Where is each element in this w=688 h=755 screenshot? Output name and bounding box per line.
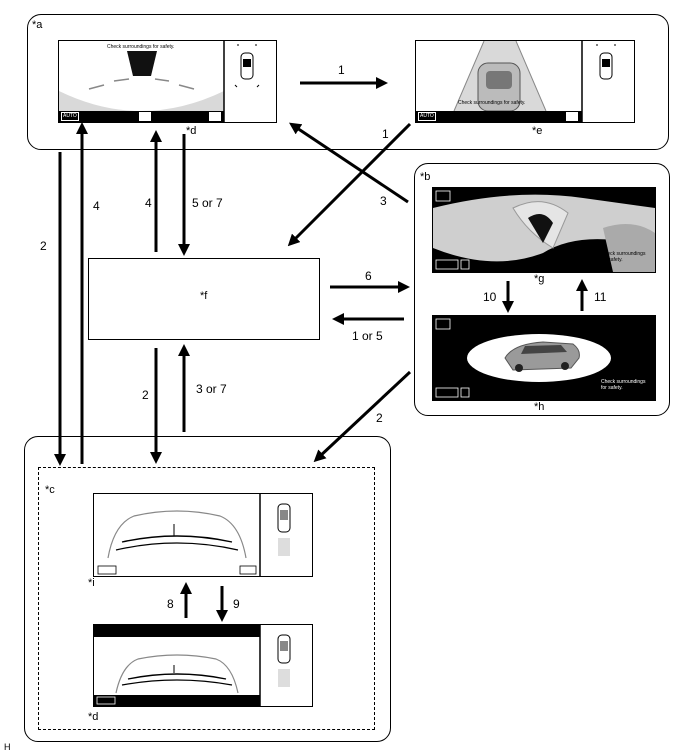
label-f: *f xyxy=(200,290,208,302)
screen-h-check-line1: Check surroundings xyxy=(601,379,646,385)
label-c: *c xyxy=(45,484,55,496)
arrow-label-2-mid: 2 xyxy=(142,388,149,402)
arrow-label-6: 6 xyxy=(365,269,372,283)
group-c xyxy=(24,436,391,742)
screen-d-top-graphic xyxy=(59,41,260,122)
label-g: *g xyxy=(534,273,545,285)
screen-i-graphic xyxy=(94,494,291,576)
arrow-label-3or7: 3 or 7 xyxy=(196,382,227,396)
screen-e-auto-button[interactable]: AUTO xyxy=(418,112,436,121)
label-i: *i xyxy=(88,577,95,589)
arrow-label-4-left: 4 xyxy=(93,199,100,213)
corner-label: H xyxy=(4,742,11,752)
arrow-label-10: 10 xyxy=(483,290,497,304)
label-h: *h xyxy=(534,401,545,413)
screen-i xyxy=(93,493,313,577)
screen-e-graphic xyxy=(416,41,616,122)
screen-d-bottom-graphic xyxy=(94,625,291,706)
arrow-label-3-diag: 3 xyxy=(380,194,387,208)
arrow-label-8: 8 xyxy=(167,597,174,611)
label-b: *b xyxy=(420,171,431,183)
label-d-top: *d xyxy=(186,125,197,137)
screen-d-top-auto-button[interactable]: AUTO xyxy=(61,112,79,121)
arrow-label-2-left: 2 xyxy=(40,239,47,253)
arrow-label-2-diag: 2 xyxy=(376,411,383,425)
screen-g-graphic xyxy=(433,188,655,272)
label-a: *a xyxy=(32,19,43,31)
screen-h-graphic xyxy=(433,316,655,400)
arrow-label-1or5: 1 or 5 xyxy=(352,329,383,343)
arrow-label-9: 9 xyxy=(233,597,240,611)
screen-d-top: Check surroundings for safety. AUTO xyxy=(58,40,277,123)
arrow-label-5or7: 5 or 7 xyxy=(192,196,223,210)
screen-d-top-check-text: Check surroundings for safety. xyxy=(107,44,175,50)
label-d-bottom: *d xyxy=(88,711,99,723)
arrow-label-11: 11 xyxy=(594,290,607,304)
screen-g: Check surroundings for safety. xyxy=(432,187,656,273)
label-e: *e xyxy=(532,125,543,137)
screen-g-check-line2: for safety. xyxy=(601,257,623,263)
arrow-label-1-top: 1 xyxy=(338,63,345,77)
screen-d-bottom xyxy=(93,624,313,707)
screen-h-check-line2: for safety. xyxy=(601,385,623,391)
screen-g-check-line1: Check surroundings xyxy=(601,251,646,257)
group-c-dashed-frame xyxy=(38,467,375,730)
screen-h: Check surroundings for safety. xyxy=(432,315,656,401)
arrow-label-4-mid: 4 xyxy=(145,196,152,210)
box-f xyxy=(88,258,320,340)
arrow-label-1-diag: 1 xyxy=(382,127,389,141)
screen-e: Check surroundings for safety. AUTO xyxy=(415,40,635,123)
screen-e-check-text: Check surroundings for safety. xyxy=(458,100,526,106)
